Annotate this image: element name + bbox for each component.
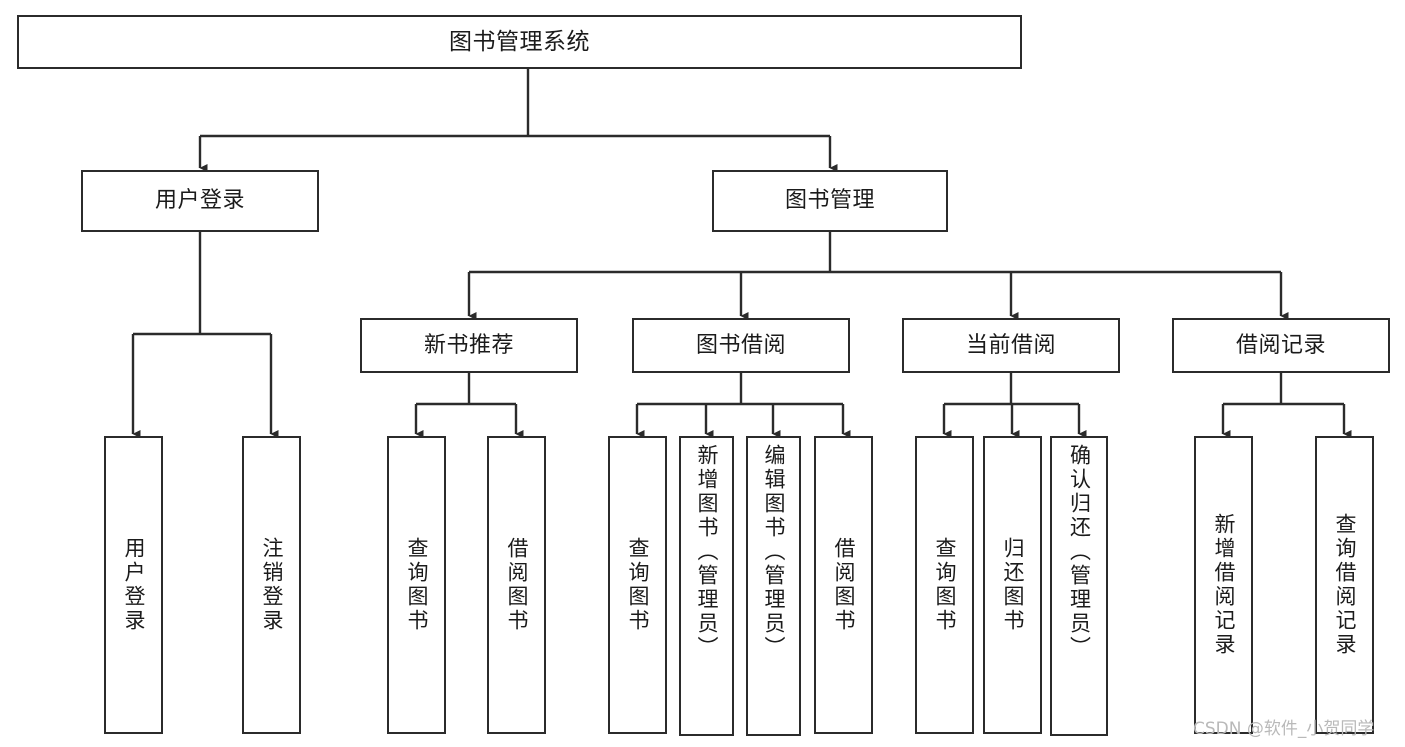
- node-label: 当前借阅: [965, 332, 1056, 358]
- node-label: 借阅图书: [505, 537, 529, 633]
- leaf-node: 新增图书（管理员）: [679, 436, 734, 736]
- level2-node: 新书推荐: [360, 318, 578, 373]
- node-label: 编辑图书（管理员）: [762, 444, 786, 660]
- leaf-node: 查询借阅记录: [1315, 436, 1374, 734]
- node-label: 确认归还（管理员）: [1067, 444, 1092, 660]
- node-label: 查询图书: [626, 537, 650, 633]
- node-label: 查询图书: [405, 537, 429, 633]
- leaf-node: 查询图书: [915, 436, 974, 734]
- leaf-node: 确认归还（管理员）: [1050, 436, 1108, 736]
- node-label: 归还图书: [1001, 537, 1025, 633]
- node-label: 图书管理: [784, 188, 875, 214]
- node-label: 查询图书: [933, 537, 957, 633]
- level2-node: 借阅记录: [1172, 318, 1390, 373]
- node-label: 借阅图书: [832, 537, 856, 633]
- node-label: 注销登录: [260, 537, 284, 633]
- leaf-node: 借阅图书: [814, 436, 873, 734]
- connector-lines: [131, 69, 1352, 438]
- level2-node: 图书借阅: [632, 318, 850, 373]
- leaf-node: 用户登录: [104, 436, 163, 734]
- root-node: 图书管理系统: [17, 15, 1022, 69]
- leaf-node: 查询图书: [608, 436, 667, 734]
- node-label: 用户登录: [122, 537, 146, 633]
- node-label: 图书借阅: [695, 332, 786, 358]
- node-label: 新增图书（管理员）: [695, 444, 719, 660]
- node-label: 查询借阅记录: [1333, 513, 1357, 657]
- leaf-node: 编辑图书（管理员）: [746, 436, 801, 736]
- node-label: 用户登录: [154, 188, 245, 214]
- level2-node: 当前借阅: [902, 318, 1120, 373]
- node-label: 新增借阅记录: [1212, 513, 1236, 657]
- level1-node: 图书管理: [712, 170, 948, 232]
- node-label: 借阅记录: [1235, 332, 1326, 358]
- leaf-node: 借阅图书: [487, 436, 546, 734]
- level1-node: 用户登录: [81, 170, 319, 232]
- leaf-node: 注销登录: [242, 436, 301, 734]
- leaf-node: 查询图书: [387, 436, 446, 734]
- leaf-node: 归还图书: [983, 436, 1042, 734]
- node-label: 新书推荐: [423, 332, 514, 358]
- leaf-node: 新增借阅记录: [1194, 436, 1253, 734]
- node-label: 图书管理系统: [449, 28, 590, 55]
